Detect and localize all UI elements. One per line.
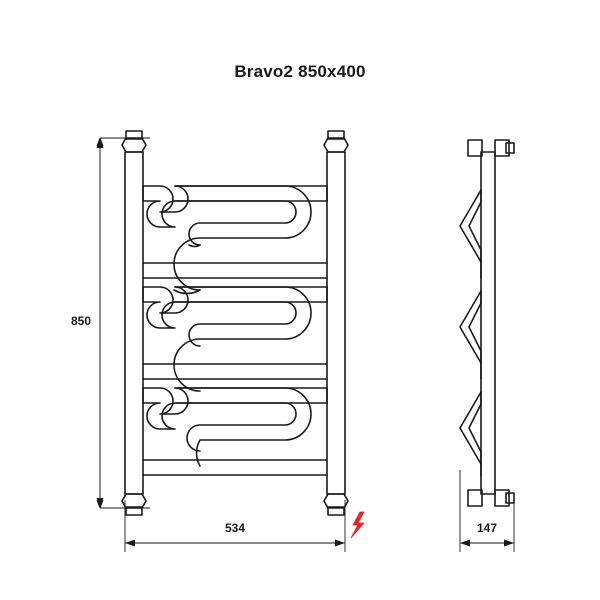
mount-bottom-left xyxy=(121,493,147,516)
side-profile-lower xyxy=(459,391,482,477)
electric-bolt-icon xyxy=(350,511,365,539)
side-view-dimensions xyxy=(459,470,515,552)
mount-top-right xyxy=(323,130,349,153)
mount-bottom-right xyxy=(323,493,349,516)
coil-upper xyxy=(173,185,312,291)
front-view xyxy=(121,130,349,516)
side-view xyxy=(459,139,515,507)
dimension-width-label: 534 xyxy=(225,521,245,535)
right-post xyxy=(326,151,346,495)
coil-lower xyxy=(174,387,312,467)
serpentine-element-bottom xyxy=(142,387,328,430)
shelf-rails xyxy=(142,262,328,476)
front-view-dimensions xyxy=(96,137,346,552)
side-profile-middle xyxy=(459,290,482,380)
coil-middle xyxy=(173,286,312,392)
left-post xyxy=(124,151,144,495)
serpentine-element-middle xyxy=(142,286,328,329)
mount-top-left xyxy=(121,130,147,153)
side-mount-bottom xyxy=(467,489,515,507)
side-post xyxy=(480,151,496,495)
coil-connectors xyxy=(173,244,201,295)
dimension-height-label: 850 xyxy=(71,314,91,328)
side-mount-top xyxy=(467,139,515,157)
serpentine-element-top xyxy=(142,185,328,228)
page-title: Bravo2 850x400 xyxy=(234,62,366,81)
dimension-depth-label: 147 xyxy=(477,521,497,535)
side-profile-upper xyxy=(459,189,482,279)
